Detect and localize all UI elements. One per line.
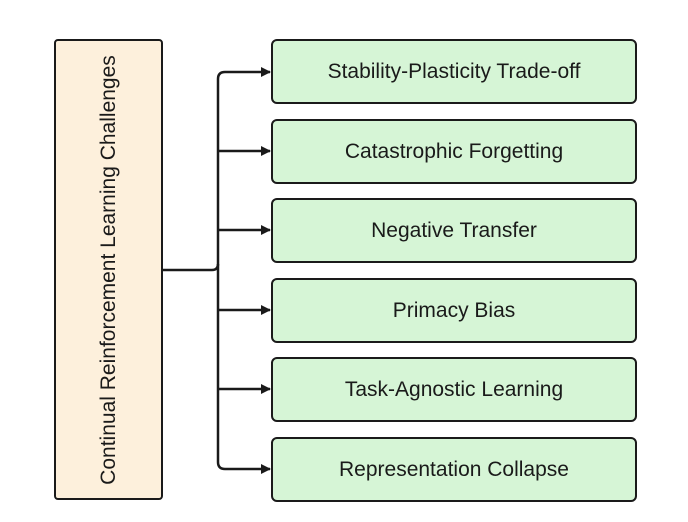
trunk-joint: [211, 263, 220, 272]
node-task-agnostic-learning: Task-Agnostic Learning: [271, 357, 637, 422]
root-node-label: Continual Reinforcement Learning Challen…: [96, 54, 120, 485]
node-catastrophic-forgetting: Catastrophic Forgetting: [271, 119, 637, 184]
root-node: Continual Reinforcement Learning Challen…: [54, 39, 163, 500]
node-negative-transfer: Negative Transfer: [271, 198, 637, 263]
node-stability-plasticity: Stability-Plasticity Trade-off: [271, 39, 637, 104]
node-representation-collapse: Representation Collapse: [271, 437, 637, 502]
node-primacy-bias: Primacy Bias: [271, 278, 637, 343]
arrow-representation-collapse: [216, 461, 271, 474]
arrow-stability-plasticity: [216, 67, 271, 80]
